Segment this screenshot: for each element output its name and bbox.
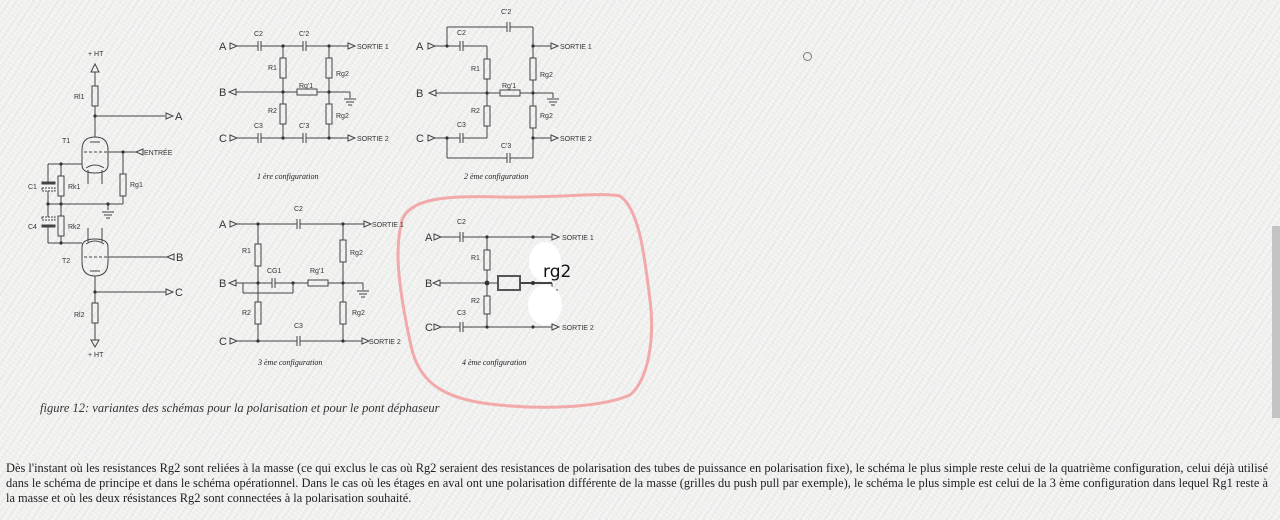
c3-sortie2-label: SORTIE 2	[369, 339, 401, 346]
highlight-loop	[396, 193, 654, 409]
c2-c3-label: C3	[457, 122, 466, 129]
config-1-schematic	[228, 41, 357, 143]
c1-label: C1	[28, 184, 37, 191]
t1-label: T1	[62, 138, 70, 145]
c3-rg1p-label: Rg'1	[310, 268, 324, 275]
config-4-title: 4 ème configuration	[462, 358, 526, 367]
c3-c-label: C	[219, 336, 227, 348]
c4-r1-label: R1	[471, 255, 480, 262]
c3-a-label: A	[219, 219, 227, 231]
c3-b-label: B	[219, 278, 226, 290]
config-2-schematic	[427, 22, 560, 163]
c4-sortie1-label: SORTIE 1	[562, 235, 594, 242]
config-3-title: 3 ème configuration	[257, 358, 322, 367]
c3-r1-label: R1	[242, 248, 251, 255]
c2-rg2-bot-label: Rg2	[540, 113, 553, 120]
figure-caption: figure 12: variantes des schémas pour la…	[40, 401, 440, 415]
c2-c2p-label: C'2	[501, 9, 511, 16]
c2-r1-label: R1	[471, 66, 480, 73]
body-paragraph: Dès l'instant où les resistances Rg2 son…	[6, 461, 1268, 505]
c1-c2p-label: C'2	[299, 31, 309, 38]
cursor-ring-icon	[803, 52, 812, 61]
ht-top-label: + HT	[88, 51, 104, 58]
c1-r1-label: R1	[268, 65, 277, 72]
c3-c2-label: C2	[294, 206, 303, 213]
c4-c-label: C	[425, 322, 433, 334]
c1-sortie1-label: SORTIE 1	[357, 44, 389, 51]
c2-c-label: C	[416, 133, 424, 145]
c1-c-label: C	[219, 133, 227, 145]
config-4-schematic	[432, 232, 560, 332]
c4-b-label: B	[425, 278, 432, 290]
c1-rg2-top-label: Rg2	[336, 71, 349, 78]
c1-c3p-label: C'3	[299, 123, 309, 130]
out-c-label: C	[175, 287, 183, 299]
c4-c2-label: C2	[457, 219, 466, 226]
erase-marks	[528, 242, 562, 325]
c1-c3-label: C3	[254, 123, 263, 130]
c2-a-label: A	[416, 41, 424, 53]
config-1-title: 1 ère configuration	[257, 172, 318, 181]
c3-rg2-top-label: Rg2	[350, 250, 363, 257]
c4-r2-label: R2	[471, 298, 480, 305]
c1-sortie2-label: SORTIE 2	[357, 136, 389, 143]
c4-sortie2-label: SORTIE 2	[562, 325, 594, 332]
rl2-label: Rl2	[74, 312, 85, 319]
c2-sortie2-label: SORTIE 2	[560, 136, 592, 143]
c1-c2-label: C2	[254, 31, 263, 38]
c4-a-label: A	[425, 232, 433, 244]
c4-label: C4	[28, 224, 37, 231]
schematic-figure: + HT Rl1 A T1 ENTRÉE C1 Rk1 Rg1 C4 Rk2 T…	[28, 9, 654, 409]
entree-label: ENTRÉE	[144, 148, 173, 157]
c2-sortie1-label: SORTIE 1	[560, 44, 592, 51]
c2-c2-label: C2	[457, 30, 466, 37]
c3-cg1-label: CG1	[267, 268, 282, 275]
rg1-label: Rg1	[130, 182, 143, 189]
c2-rg1p-label: Rg'1	[502, 83, 516, 90]
t2-label: T2	[62, 258, 70, 265]
c2-rg2-top-label: Rg2	[540, 72, 553, 79]
rk1-label: Rk1	[68, 184, 81, 191]
rg2-annotation: rg2	[543, 262, 571, 282]
c2-c3p-label: C'3	[501, 143, 511, 150]
vertical-scrollbar[interactable]	[1271, 0, 1280, 520]
config-2-title: 2 ème configuration	[464, 172, 528, 181]
c1-a-label: A	[219, 41, 227, 53]
c4-c3-label: C3	[457, 310, 466, 317]
scrollbar-thumb[interactable]	[1272, 226, 1280, 418]
c1-r2-label: R2	[268, 108, 277, 115]
out-a-label: A	[175, 111, 183, 123]
c1-b-label: B	[219, 87, 226, 99]
c3-r2-label: R2	[242, 310, 251, 317]
ht-bottom-label: + HT	[88, 352, 104, 359]
c1-rg1p-label: Rg'1	[299, 83, 313, 90]
rk2-label: Rk2	[68, 224, 81, 231]
c1-rg2-bot-label: Rg2	[336, 113, 349, 120]
c2-b-label: B	[416, 88, 423, 100]
c3-sortie1-label: SORTIE 1	[372, 222, 404, 229]
rl1-label: Rl1	[74, 94, 85, 101]
c3-rg2-bot-label: Rg2	[352, 310, 365, 317]
c2-r2-label: R2	[471, 108, 480, 115]
c3-c3-label: C3	[294, 323, 303, 330]
out-b-label: B	[176, 252, 183, 264]
